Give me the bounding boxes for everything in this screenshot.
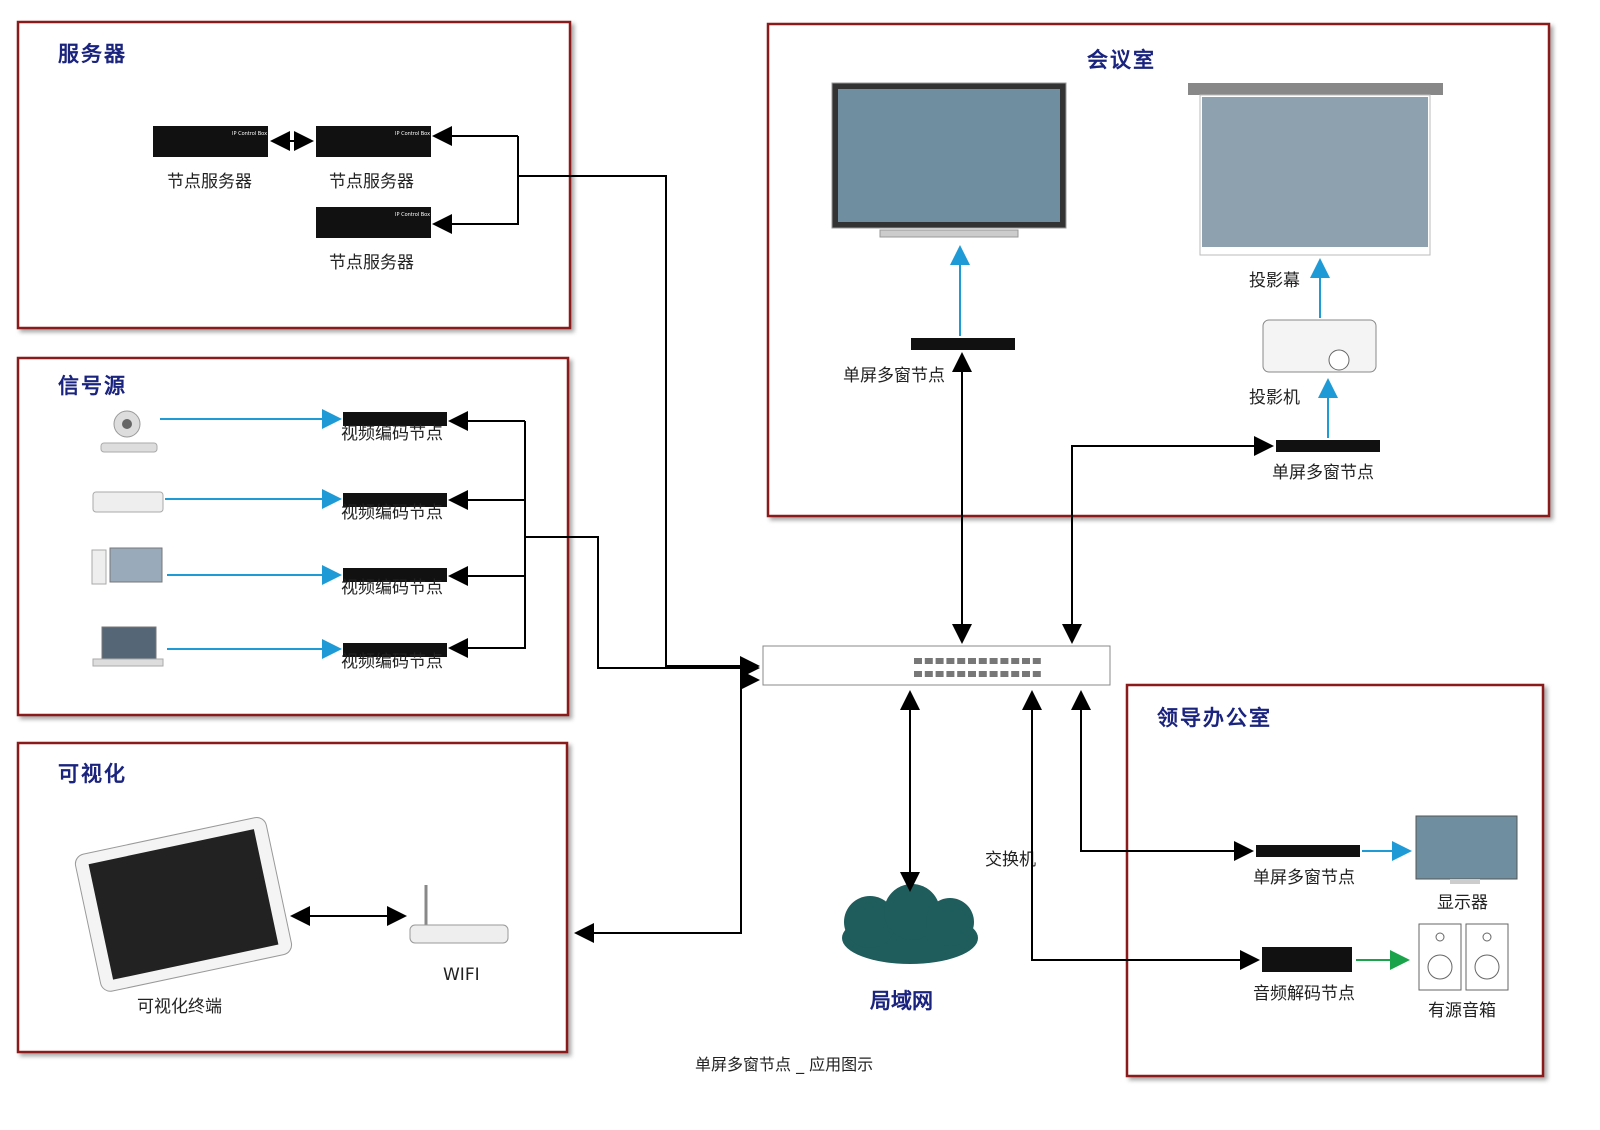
switch-port — [935, 671, 944, 677]
server-title: 服务器 — [58, 42, 127, 66]
projector-icon — [1262, 319, 1377, 373]
switch-port — [989, 671, 998, 677]
monitor-icon — [1415, 815, 1518, 884]
office-node-label: 单屏多窗节点 — [1253, 868, 1355, 888]
switch-port — [1011, 671, 1020, 677]
encoder-label: 视频编码节点 — [341, 652, 443, 672]
network-switch — [762, 645, 1111, 686]
visual-title: 可视化 — [58, 762, 127, 786]
speaker-icon — [1418, 923, 1509, 991]
node-server-1: IP Control Box 节点服务器 — [153, 126, 268, 192]
switch-label: 交换机 — [985, 850, 1036, 870]
switch-port — [957, 658, 966, 664]
node-server-label: 节点服务器 — [329, 253, 414, 273]
office-node — [1256, 845, 1360, 857]
switch-port — [914, 658, 922, 664]
node-server-label: 节点服务器 — [167, 172, 252, 192]
terminal-label: 可视化终端 — [137, 997, 222, 1017]
switch-port — [1022, 658, 1030, 664]
switch-port — [968, 658, 976, 664]
zone-server — [16, 20, 572, 330]
encoder-label: 视频编码节点 — [341, 424, 443, 444]
meeting-node-label: 单屏多窗节点 — [1272, 463, 1374, 483]
projector-label: 投影机 — [1249, 388, 1300, 408]
settop-box-icon — [92, 491, 164, 513]
tablet-icon — [74, 816, 293, 992]
audio-decoder — [1262, 947, 1352, 972]
switch-port — [968, 671, 976, 677]
node-server-2: IP Control Box 节点服务器 — [316, 126, 431, 192]
switch-port — [957, 671, 966, 677]
switch-port — [1032, 671, 1041, 677]
switch-port — [946, 658, 955, 664]
svg-text:IP Control Box: IP Control Box — [395, 212, 430, 218]
cloud-icon — [842, 884, 978, 964]
switch-port — [924, 658, 933, 664]
diagram-caption: 单屏多窗节点 _ 应用图示 — [695, 1055, 873, 1075]
meeting-node-label: 单屏多窗节点 — [843, 366, 945, 386]
meeting-node-1 — [911, 338, 1015, 350]
switch-port — [989, 658, 998, 664]
switch-port — [924, 671, 933, 677]
encoder-label: 视频编码节点 — [341, 503, 443, 523]
speaker-label: 有源音箱 — [1428, 1001, 1496, 1021]
switch-port — [978, 658, 987, 664]
wifi-label: WIFI — [443, 965, 480, 985]
switch-port — [914, 671, 922, 677]
monitor-label: 显示器 — [1437, 893, 1488, 913]
switch-port — [935, 658, 944, 664]
node-server-label: 节点服务器 — [329, 172, 414, 192]
audio-decoder-label: 音频解码节点 — [1253, 984, 1355, 1004]
switch-port — [1000, 671, 1009, 677]
tv-video-wall-icon — [831, 82, 1067, 238]
meeting-title: 会议室 — [1087, 48, 1156, 72]
svg-text:IP Control Box: IP Control Box — [395, 131, 430, 137]
encoders: 视频编码节点 视频编码节点 视频编码节点 视频编码节点 — [341, 412, 447, 672]
source-title: 信号源 — [58, 374, 127, 398]
screen-label: 投影幕 — [1249, 271, 1300, 291]
camera-icon — [100, 410, 158, 453]
node-server-3: IP Control Box 节点服务器 — [316, 207, 431, 273]
desktop-pc-icon — [91, 547, 163, 585]
office-title: 领导办公室 — [1157, 706, 1272, 730]
encoder-label: 视频编码节点 — [341, 578, 443, 598]
switch-port — [1022, 671, 1030, 677]
switch-port — [1000, 658, 1009, 664]
switch-port — [1011, 658, 1020, 664]
svg-text:IP Control Box: IP Control Box — [232, 131, 267, 137]
switch-port — [946, 671, 955, 677]
switch-port — [978, 671, 987, 677]
switch-port — [1032, 658, 1041, 664]
wifi-router-icon — [409, 885, 509, 944]
lan-label: 局域网 — [870, 989, 933, 1013]
meeting-node-2 — [1276, 440, 1380, 452]
projection-screen-icon — [1188, 83, 1443, 256]
laptop-icon — [92, 626, 164, 667]
